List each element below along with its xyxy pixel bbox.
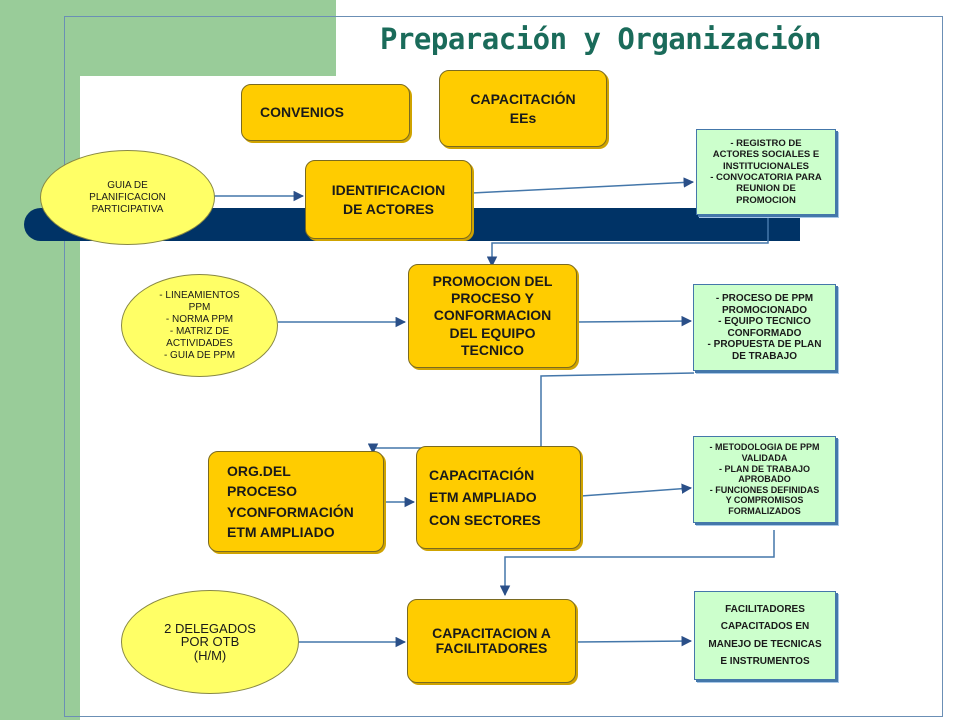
box-org-proceso: ORG.DEL PROCESO YCONFORMACIÓN ETM AMPLIA… xyxy=(208,451,384,552)
output-line: VALIDADA xyxy=(741,452,788,463)
box-identificacion-actores: IDENTIFICACION DE ACTORES xyxy=(305,160,472,239)
oval-line: 2 DELEGADOS xyxy=(164,620,256,636)
oval-lineamientos: - LINEAMIENTOS PPM - NORMA PPM - MATRIZ … xyxy=(121,274,278,377)
box-line: FACILITADORES xyxy=(435,640,548,656)
oval-line: PPM xyxy=(188,301,211,313)
output-line: E INSTRUMENTOS xyxy=(720,656,810,667)
output-line: PROMOCION xyxy=(736,194,796,206)
output-line: CAPACITADOS EN xyxy=(720,621,810,632)
box-line: PROCESO xyxy=(227,483,298,500)
top-green-band xyxy=(0,0,336,76)
page-title: Preparación y Organización xyxy=(380,22,821,56)
output-line: FORMALIZADOS xyxy=(728,506,801,517)
output-line: REUNION DE xyxy=(736,183,796,195)
output-line: - PLAN DE TRABAJO xyxy=(718,463,810,474)
output-line: Y COMPROMISOS xyxy=(725,495,804,506)
output-line: INSTITUCIONALES xyxy=(722,160,810,172)
output-line: CONFORMADO xyxy=(727,327,802,339)
output-line: APROBADO xyxy=(738,474,791,485)
box-line: PROMOCION DEL xyxy=(432,273,553,290)
output-line: - FUNCIONES DEFINIDAS xyxy=(709,484,820,495)
oval-line: - LINEAMIENTOS xyxy=(159,289,240,301)
box-line: YCONFORMACIÓN xyxy=(227,503,354,520)
box-convenios: CONVENIOS xyxy=(241,84,410,141)
output-line: - PROCESO DE PPM xyxy=(715,293,814,304)
oval-line: - GUIA DE PPM xyxy=(163,349,236,361)
output-line: ACTORES SOCIALES E xyxy=(712,149,820,161)
output-line: MANEJO DE TECNICAS xyxy=(708,638,822,650)
box-line: TECNICO xyxy=(461,341,524,358)
left-green-band xyxy=(0,0,80,720)
box-line: DEL EQUIPO xyxy=(449,324,536,341)
oval-line: PARTICIPATIVA xyxy=(91,203,164,215)
box-line: IDENTIFICACION xyxy=(331,182,446,199)
box-line: ORG.DEL xyxy=(227,462,291,479)
box-line: EEs xyxy=(509,109,537,126)
oval-line: PLANIFICACION xyxy=(89,191,166,203)
output-metodologia: - METODOLOGIA DE PPM VALIDADA - PLAN DE … xyxy=(693,436,836,523)
box-line: CONFORMACION xyxy=(433,307,552,324)
output-registro-actores: - REGISTRO DE ACTORES SOCIALES E INSTITU… xyxy=(696,129,836,215)
oval-line: - MATRIZ DE xyxy=(169,325,230,337)
output-line: FACILITADORES xyxy=(725,603,805,615)
box-line: CAPACITACIÓN xyxy=(470,91,576,108)
output-line: PROMOCIONADO xyxy=(722,304,807,316)
box-promocion: PROMOCION DEL PROCESO Y CONFORMACION DEL… xyxy=(408,264,577,368)
box-convenios-text: CONVENIOS xyxy=(260,104,345,121)
box-line: DE ACTORES xyxy=(342,200,434,217)
output-facilitadores: FACILITADORES CAPACITADOS EN MANEJO DE T… xyxy=(694,591,836,680)
box-capacitacion-ees: CAPACITACIÓN EEs xyxy=(439,70,607,147)
oval-line: (H/M) xyxy=(193,647,227,663)
output-line: - METODOLOGIA DE PPM xyxy=(709,442,820,453)
box-line: CON SECTORES xyxy=(429,511,541,528)
box-line: PROCESO Y xyxy=(451,290,534,307)
output-line: - REGISTRO DE xyxy=(730,137,802,149)
box-line: ETM AMPLIADO xyxy=(227,523,335,540)
slide-frame xyxy=(64,16,943,717)
box-line: ETM AMPLIADO xyxy=(429,489,537,506)
box-capacitacion-etm: CAPACITACIÓN ETM AMPLIADO CON SECTORES xyxy=(416,446,581,549)
output-line: DE TRABAJO xyxy=(731,350,797,362)
oval-line: - NORMA PPM xyxy=(165,313,234,325)
oval-line: GUIA DE xyxy=(107,179,148,191)
output-line: - CONVOCATORIA PARA xyxy=(710,172,822,183)
box-line: CAPACITACION A xyxy=(432,624,551,641)
output-proceso-ppm: - PROCESO DE PPM PROMOCIONADO - EQUIPO T… xyxy=(693,284,836,371)
output-line: - PROPUESTA DE PLAN xyxy=(707,339,822,350)
oval-line: ACTIVIDADES xyxy=(166,337,233,349)
box-capacitacion-facilitadores: CAPACITACION A FACILITADORES xyxy=(407,599,576,683)
oval-line: POR OTB xyxy=(180,634,240,650)
box-line: CAPACITACIÓN xyxy=(429,466,535,483)
oval-guia-planificacion: GUIA DE PLANIFICACION PARTICIPATIVA xyxy=(40,150,215,245)
oval-delegados: 2 DELEGADOS POR OTB (H/M) xyxy=(121,590,299,694)
output-line: - EQUIPO TECNICO xyxy=(718,316,811,327)
